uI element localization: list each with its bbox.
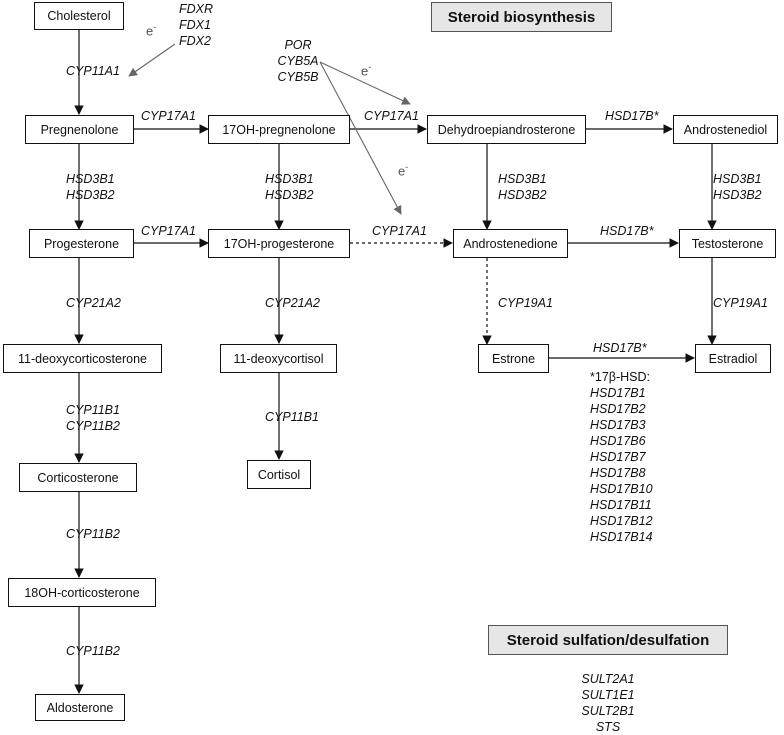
compound-pregnenolone: Pregnenolone <box>25 115 134 144</box>
enzyme-hsd3b2: HSD3B2 <box>713 188 762 202</box>
cofactor-cyb5a: CYB5A <box>277 54 319 68</box>
hsd17b-item: HSD17B14 <box>590 530 653 544</box>
compound-aldosterone: Aldosterone <box>35 694 125 721</box>
cofactor-cyb5b: CYB5B <box>277 70 319 84</box>
hsd17b-list-header: *17β-HSD: <box>590 370 650 384</box>
enzyme-hsd3b1: HSD3B1 <box>265 172 314 186</box>
enzyme-cyp19a1-col3: CYP19A1 <box>498 296 553 310</box>
sulfation-enzyme: SULT2B1 <box>581 704 635 718</box>
compound-androstenedione: Androstenedione <box>453 229 568 258</box>
enzyme-cyp17a1-mid-left: CYP17A1 <box>141 224 196 238</box>
hsd17b-item: HSD17B1 <box>590 386 646 400</box>
compound-testosterone: Testosterone <box>679 229 776 258</box>
compound-corticosterone: Corticosterone <box>19 463 137 492</box>
hsd17b-item: HSD17B8 <box>590 466 646 480</box>
hsd17b-item: HSD17B6 <box>590 434 646 448</box>
enzyme-cyp21a2-col1: CYP21A2 <box>66 296 121 310</box>
enzyme-hsd3b-col4: HSD3B1 HSD3B2 <box>713 171 762 203</box>
sulfation-enzyme: SULT2A1 <box>581 672 635 686</box>
enzyme-hsd17b-mid: HSD17B* <box>600 224 654 238</box>
hsd17b-isoform-list: *17β-HSD: HSD17B1 HSD17B2 HSD17B3 HSD17B… <box>590 369 653 545</box>
enzyme-cyp17a1-top-mid: CYP17A1 <box>364 109 419 123</box>
enzyme-hsd3b2: HSD3B2 <box>265 188 314 202</box>
hsd17b-item: HSD17B7 <box>590 450 646 464</box>
arrow-fdx-electron <box>128 43 176 77</box>
compound-progesterone: Progesterone <box>29 229 134 258</box>
cofactor-fdx2: FDX2 <box>179 34 211 48</box>
sulfation-enzyme: STS <box>595 720 621 734</box>
enzyme-cyp17a1-mid: CYP17A1 <box>372 224 427 238</box>
hsd17b-item: HSD17B3 <box>590 418 646 432</box>
enzyme-hsd3b1: HSD3B1 <box>498 172 547 186</box>
sulfation-enzyme: SULT1E1 <box>581 688 635 702</box>
hsd17b-item: HSD17B11 <box>590 498 652 512</box>
enzyme-cyp19a1-col4: CYP19A1 <box>713 296 768 310</box>
enzyme-cyp11b-col1: CYP11B1 CYP11B2 <box>66 402 120 434</box>
electron-label-por-2: e- <box>398 162 409 179</box>
enzyme-cyp11b2-upper: CYP11B2 <box>66 527 120 541</box>
enzyme-cyp21a2-col2: CYP21A2 <box>265 296 320 310</box>
electron-label-fdx: e- <box>146 22 157 39</box>
compound-cholesterol: Cholesterol <box>34 2 124 30</box>
enzyme-hsd3b-col3: HSD3B1 HSD3B2 <box>498 171 547 203</box>
compound-dhea: Dehydroepiandrosterone <box>427 115 586 144</box>
enzyme-cyp11b1-col2: CYP11B1 <box>265 410 319 424</box>
compound-17oh-pregnenolone: 17OH-pregnenolone <box>208 115 350 144</box>
hsd17b-item: HSD17B2 <box>590 402 646 416</box>
compound-cortisol: Cortisol <box>247 460 311 489</box>
cofactor-por-list: POR CYB5A CYB5B <box>268 37 328 85</box>
compound-11-deoxycorticosterone: 11-deoxycorticosterone <box>3 344 162 373</box>
arrow-por-electron-1 <box>319 61 411 105</box>
enzyme-cyp11b2-lower: CYP11B2 <box>66 644 120 658</box>
compound-androstenediol: Androstenediol <box>673 115 778 144</box>
enzyme-cyp17a1-top-left: CYP17A1 <box>141 109 196 123</box>
hsd17b-item: HSD17B12 <box>590 514 653 528</box>
compound-18oh-corticosterone: 18OH-corticosterone <box>8 578 156 607</box>
electron-label-por-1: e- <box>361 62 372 79</box>
cofactor-por: POR <box>284 38 312 52</box>
title-steroid-biosynthesis: Steroid biosynthesis <box>431 2 612 32</box>
enzyme-hsd3b-col1: HSD3B1 HSD3B2 <box>66 171 115 203</box>
hsd17b-item: HSD17B10 <box>590 482 653 496</box>
compound-estradiol: Estradiol <box>695 344 771 373</box>
enzyme-hsd3b-col2: HSD3B1 HSD3B2 <box>265 171 314 203</box>
enzyme-cyp11a1: CYP11A1 <box>66 64 120 78</box>
cofactor-ferredoxin-list: FDXR FDX1 FDX2 <box>179 1 213 49</box>
enzyme-hsd17b-bottom: HSD17B* <box>593 341 647 355</box>
compound-17oh-progesterone: 17OH-progesterone <box>208 229 350 258</box>
enzyme-hsd3b2: HSD3B2 <box>66 188 115 202</box>
arrow-por-electron-2 <box>319 61 402 215</box>
title-steroid-sulfation: Steroid sulfation/desulfation <box>488 625 728 655</box>
enzyme-hsd17b-top: HSD17B* <box>605 109 659 123</box>
sulfation-enzyme-list: SULT2A1 SULT1E1 SULT2B1 STS <box>568 671 648 735</box>
cofactor-fdxr: FDXR <box>179 2 214 16</box>
enzyme-hsd3b1: HSD3B1 <box>66 172 115 186</box>
compound-estrone: Estrone <box>478 344 549 373</box>
enzyme-cyp11b1: CYP11B1 <box>66 403 120 417</box>
enzyme-hsd3b1: HSD3B1 <box>713 172 762 186</box>
compound-11-deoxycortisol: 11-deoxycortisol <box>220 344 337 373</box>
cofactor-fdx1: FDX1 <box>179 18 211 32</box>
enzyme-hsd3b2: HSD3B2 <box>498 188 547 202</box>
enzyme-cyp11b2: CYP11B2 <box>66 419 120 433</box>
